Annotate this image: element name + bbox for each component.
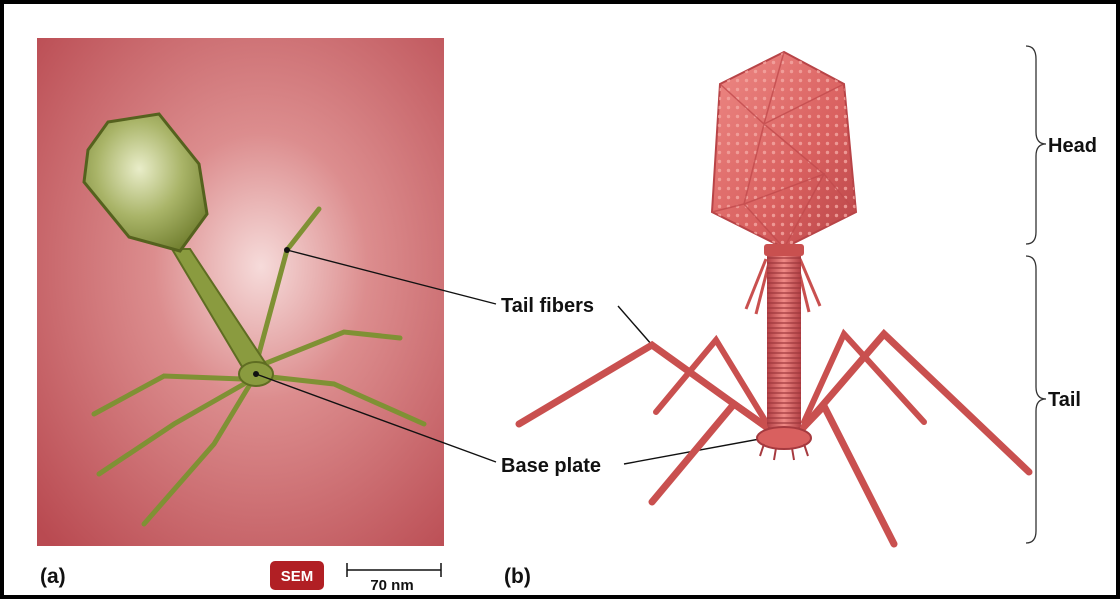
model-head bbox=[712, 52, 856, 248]
tail-label: Tail bbox=[1048, 389, 1081, 411]
scale-bar bbox=[347, 563, 441, 577]
model-base-plate bbox=[757, 427, 811, 449]
model-tail-rings bbox=[767, 250, 801, 430]
head-brace bbox=[1026, 46, 1046, 244]
micrograph-background bbox=[37, 38, 444, 546]
sem-badge-label: SEM bbox=[281, 568, 314, 585]
phage-figure: (a) SEM 70 nm Tail fibers Base plate bbox=[4, 4, 1120, 603]
micrograph-panel: (a) SEM 70 nm bbox=[37, 38, 496, 594]
base-plate-point-a bbox=[253, 371, 259, 377]
tail-fibers-leader-b bbox=[618, 306, 652, 345]
model-collar bbox=[764, 244, 804, 256]
scale-bar-label: 70 nm bbox=[370, 577, 413, 594]
head-label: Head bbox=[1048, 135, 1097, 157]
tail-fibers-point-a bbox=[284, 247, 290, 253]
base-plate-label: Base plate bbox=[501, 455, 601, 477]
tail-brace bbox=[1026, 256, 1046, 543]
panel-a-label: (a) bbox=[40, 565, 66, 588]
panel-b-label: (b) bbox=[504, 565, 531, 588]
tail-fibers-label: Tail fibers bbox=[501, 295, 594, 317]
